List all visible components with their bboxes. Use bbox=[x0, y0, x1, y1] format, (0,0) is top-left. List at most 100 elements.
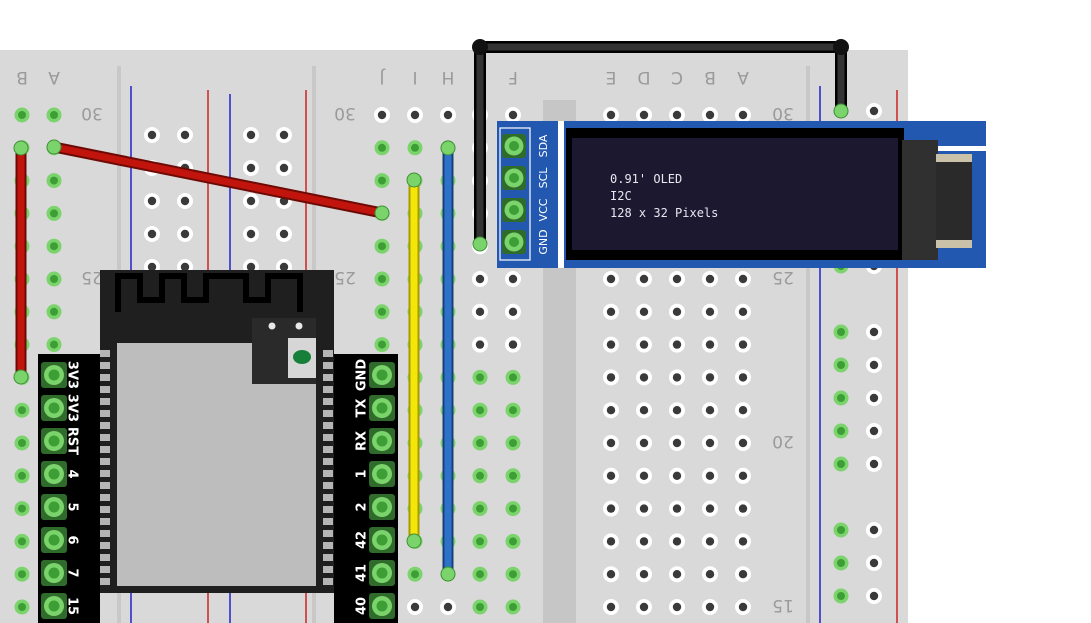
breadboard-hole-center bbox=[672, 504, 682, 513]
oled-pin-center bbox=[509, 173, 519, 183]
breadboard-hole-center bbox=[639, 340, 649, 349]
column-letter: I bbox=[412, 67, 417, 87]
breadboard-hole-center bbox=[738, 110, 748, 120]
breadboard-hole-center bbox=[508, 340, 518, 349]
breadboard-hole-center bbox=[606, 570, 616, 579]
breadboard-hole-center bbox=[705, 340, 715, 349]
breadboard-hole-center bbox=[509, 504, 517, 513]
column-letter: F bbox=[508, 67, 518, 87]
breadboard-hole-center bbox=[18, 439, 26, 447]
oled-pin-label: VCC bbox=[537, 198, 550, 221]
breadboard-hole-center bbox=[606, 274, 616, 284]
pin-label: GND bbox=[355, 359, 370, 392]
castellation-pad bbox=[100, 458, 110, 465]
row-number: 25 bbox=[81, 267, 103, 287]
breadboard-hole-center bbox=[639, 537, 649, 546]
breadboard-hole-center bbox=[180, 262, 190, 272]
breadboard-hole-center bbox=[18, 471, 26, 480]
breadboard-hole-center bbox=[509, 373, 517, 382]
breadboard-hole-center bbox=[475, 340, 485, 349]
castellation-pad bbox=[323, 362, 333, 369]
castellation-pad bbox=[100, 434, 110, 441]
pin-label: 7 bbox=[65, 568, 80, 577]
pin-label: 3V3 bbox=[65, 394, 80, 422]
wire-end bbox=[406, 533, 422, 549]
header-pin-center bbox=[48, 534, 60, 546]
breadboard-hole-center bbox=[476, 471, 484, 480]
column-letters-right: E D C B A bbox=[606, 67, 749, 87]
breadboard-hole-center bbox=[508, 307, 518, 316]
breadboard-hole-center bbox=[672, 274, 682, 284]
castellation-pad bbox=[323, 422, 333, 429]
antenna-trace bbox=[115, 273, 303, 312]
breadboard-hole-center bbox=[279, 163, 289, 173]
castellation-pad bbox=[100, 374, 110, 381]
breadboard-hole-center bbox=[869, 525, 879, 535]
breadboard-hole-center bbox=[508, 110, 518, 120]
breadboard-hole-center bbox=[246, 196, 256, 206]
castellation-pad bbox=[323, 374, 333, 381]
breadboard-hole-center bbox=[837, 328, 845, 336]
row-number: 25 bbox=[334, 267, 356, 287]
breadboard-hole-center bbox=[705, 537, 715, 546]
oled-pin-center bbox=[509, 205, 519, 215]
castellation-pad bbox=[323, 446, 333, 453]
breadboard-hole-center bbox=[606, 537, 616, 546]
castellation-pad bbox=[100, 530, 110, 537]
oled-ribbon bbox=[902, 140, 938, 260]
castellation-pad bbox=[323, 398, 333, 405]
breadboard-hole-center bbox=[246, 262, 256, 272]
castellation-pad bbox=[100, 518, 110, 525]
breadboard-hole-center bbox=[869, 591, 879, 601]
breadboard-hole-center bbox=[606, 373, 616, 382]
breadboard-hole-center bbox=[378, 143, 386, 152]
row-number: 30 bbox=[334, 103, 356, 123]
column-letter: E bbox=[606, 67, 617, 87]
castellation-pad bbox=[100, 410, 110, 417]
breadboard-hole-center bbox=[869, 558, 879, 568]
breadboard-hole-center bbox=[639, 438, 649, 448]
breadboard-hole-center bbox=[672, 110, 682, 120]
header-pin-center bbox=[376, 501, 388, 513]
castellation-pad bbox=[323, 506, 333, 513]
breadboard-hole-center bbox=[869, 360, 879, 370]
wire-end bbox=[374, 205, 390, 221]
breadboard-hole-center bbox=[672, 602, 682, 612]
header-pin-center bbox=[376, 534, 388, 546]
oled-pin-center bbox=[509, 237, 519, 247]
breadboard-hole-center bbox=[837, 460, 845, 468]
breadboard-hole-center bbox=[639, 274, 649, 284]
breadboard-hole-center bbox=[869, 327, 879, 337]
castellation-pad bbox=[100, 482, 110, 489]
breadboard-hole-center bbox=[672, 307, 682, 316]
wire-end bbox=[833, 103, 849, 119]
breadboard-hole-center bbox=[606, 471, 616, 480]
breadboard-hole-center bbox=[639, 406, 649, 415]
wire-end bbox=[406, 172, 422, 188]
oled-text-model: 0.91' OLED bbox=[610, 172, 682, 186]
breadboard-hole-center bbox=[606, 340, 616, 349]
breadboard-hole-center bbox=[738, 537, 748, 546]
breadboard-hole-center bbox=[738, 307, 748, 316]
breadboard-hole-center bbox=[837, 361, 845, 369]
pin-label: 41 bbox=[355, 564, 370, 582]
castellation-pad bbox=[100, 470, 110, 477]
breadboard-hole-center bbox=[18, 111, 26, 119]
breadboard-hole-center bbox=[443, 602, 453, 612]
breadboard-hole-center bbox=[476, 373, 484, 382]
breadboard-hole-center bbox=[476, 504, 484, 513]
castellation-pad bbox=[323, 530, 333, 537]
breadboard-hole-center bbox=[410, 110, 420, 120]
oled-text-resolution: 128 x 32 Pixels bbox=[610, 206, 718, 220]
breadboard-hole-center bbox=[738, 504, 748, 513]
castellation-pad bbox=[100, 398, 110, 405]
column-letter: J bbox=[379, 67, 385, 87]
breadboard-hole-center bbox=[639, 570, 649, 579]
breadboard-hole-center bbox=[705, 602, 715, 612]
breadboard-hole-center bbox=[705, 307, 715, 316]
led-indicator bbox=[293, 350, 311, 364]
breadboard-hole-center bbox=[180, 130, 190, 140]
breadboard-hole-center bbox=[738, 602, 748, 612]
pin-label: 15 bbox=[65, 597, 80, 615]
breadboard-hole-center bbox=[509, 406, 517, 415]
